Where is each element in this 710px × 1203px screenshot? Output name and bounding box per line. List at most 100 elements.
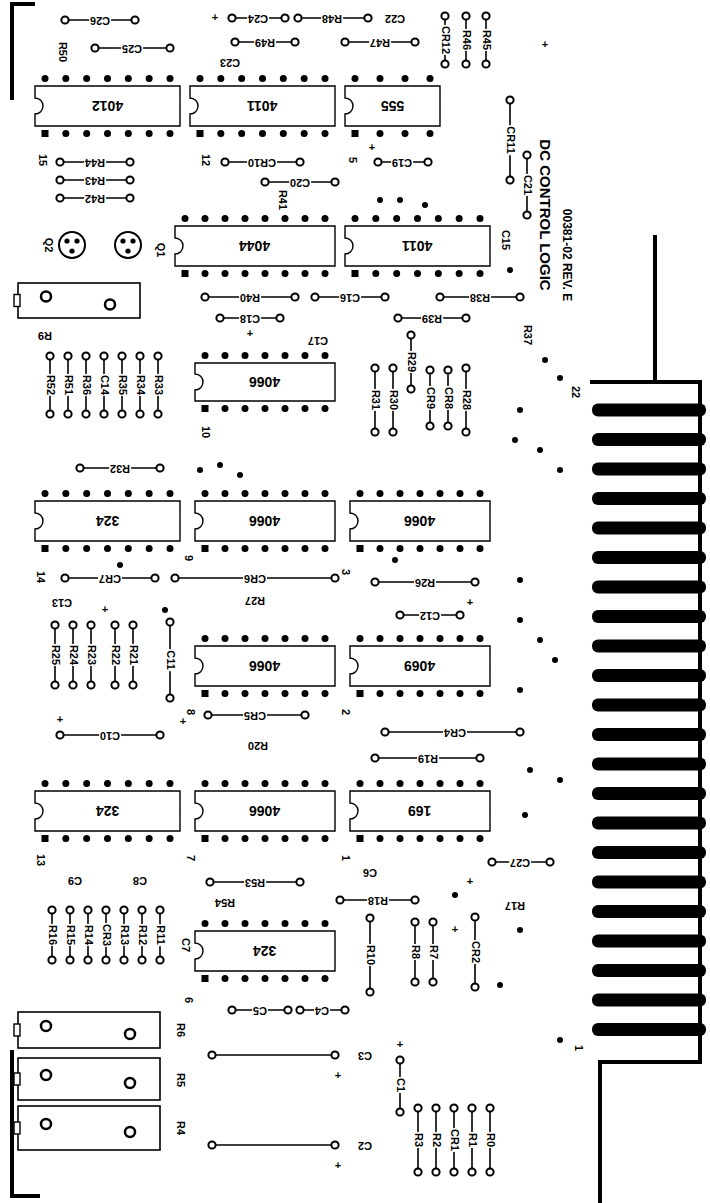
silkscreen-label: 13 xyxy=(34,853,46,867)
ic-pin xyxy=(302,635,309,642)
ic-pin xyxy=(282,975,289,982)
component-line xyxy=(212,1054,335,1056)
silkscreen-label: R33 xyxy=(152,374,164,396)
pad xyxy=(432,1168,439,1175)
ic-pin xyxy=(146,835,153,842)
silkscreen-label: R22 xyxy=(109,644,121,666)
pad xyxy=(156,731,163,738)
ic-pin xyxy=(125,130,132,137)
board-title: DC CONTROL LOGIC xyxy=(537,138,553,291)
pad xyxy=(120,906,127,913)
silkscreen-label: 7 xyxy=(184,854,196,862)
silkscreen-label: R24 xyxy=(67,644,79,666)
pad xyxy=(276,314,283,321)
ic-pin xyxy=(242,975,249,982)
ic-pin xyxy=(393,270,400,277)
ic-pin xyxy=(477,490,484,497)
silkscreen-label: R16 xyxy=(46,924,58,946)
via xyxy=(377,197,383,203)
ic-pin xyxy=(222,975,229,982)
pad xyxy=(56,158,63,165)
ic-pin xyxy=(322,975,329,982)
ic-pin xyxy=(302,835,309,842)
silkscreen-label: CR12 xyxy=(439,25,451,55)
ic-pin-one xyxy=(357,835,364,842)
ic-pin-one xyxy=(42,545,49,552)
trimmer-symbol xyxy=(14,1106,160,1150)
component-symbol xyxy=(208,1051,338,1058)
ic-pin-one xyxy=(202,545,209,552)
silkscreen-label: R28 xyxy=(460,389,472,411)
ic-pin xyxy=(457,490,464,497)
silkscreen-label: R43 xyxy=(84,174,106,186)
silkscreen-label: R45 xyxy=(480,29,492,51)
pad xyxy=(482,12,489,19)
pad xyxy=(371,428,378,435)
ic-pin xyxy=(302,545,309,552)
pad xyxy=(407,385,414,392)
pad xyxy=(100,352,107,359)
silkscreen-label: R21 xyxy=(127,644,139,666)
via xyxy=(517,687,523,693)
pad xyxy=(61,574,68,581)
pad xyxy=(166,618,173,625)
ic-pin xyxy=(182,215,189,222)
silkscreen-label: Q2 xyxy=(42,237,54,254)
ic-pin xyxy=(322,215,329,222)
pad xyxy=(486,1104,493,1111)
via xyxy=(557,375,563,381)
silkscreen-label: R14 xyxy=(82,924,94,946)
ic-body xyxy=(345,86,440,126)
ic-pin xyxy=(322,690,329,697)
ic-pin xyxy=(146,490,153,497)
pad xyxy=(69,681,76,688)
trimmer-outline xyxy=(18,283,140,318)
ic-pin xyxy=(104,75,111,82)
ic-pin xyxy=(301,130,308,137)
ic-pin xyxy=(125,780,132,787)
pad xyxy=(462,314,469,321)
pad xyxy=(206,878,213,885)
part-number: 555 xyxy=(381,99,404,113)
ic-pin xyxy=(197,75,204,82)
ic-pin xyxy=(167,490,174,497)
pad xyxy=(462,12,469,19)
pad xyxy=(471,578,478,585)
ic-pin xyxy=(322,270,329,277)
ic-pin xyxy=(242,215,249,222)
pad xyxy=(76,464,83,471)
trimmer-outline xyxy=(18,1012,160,1048)
ic-pin xyxy=(167,130,174,137)
ic-pin xyxy=(377,490,384,497)
pad xyxy=(284,1006,291,1013)
ic-pin xyxy=(202,352,209,359)
pad xyxy=(414,1104,421,1111)
silkscreen-label: C6 xyxy=(362,866,378,878)
pad xyxy=(221,158,228,165)
pad xyxy=(411,978,418,985)
edge-finger xyxy=(592,610,706,623)
silkscreen-label: R11 xyxy=(154,924,166,946)
silkscreen-label: R26 xyxy=(414,576,436,588)
silkscreen-label: 22 xyxy=(569,385,581,399)
pad xyxy=(450,1168,457,1175)
pad xyxy=(291,38,298,45)
ic-pin xyxy=(414,270,421,277)
ic-pin xyxy=(259,130,266,137)
pad xyxy=(432,1104,439,1111)
silkscreen-label: R54 xyxy=(214,896,236,908)
ic-pin xyxy=(282,352,289,359)
pad xyxy=(436,293,443,300)
ic-pin xyxy=(222,352,229,359)
silkscreen-label: CR11 xyxy=(504,125,516,155)
pad xyxy=(46,352,53,359)
silkscreen-label: C14 xyxy=(98,374,110,396)
part-number: 4011 xyxy=(402,239,432,253)
edge-finger xyxy=(592,935,706,948)
ic-pin xyxy=(217,75,224,82)
ic-pin xyxy=(427,75,434,82)
silkscreen-label: R41 xyxy=(276,189,288,211)
part-number: 4066 xyxy=(404,514,435,528)
silkscreen-label: CR2 xyxy=(469,940,481,964)
ic-pin xyxy=(477,545,484,552)
